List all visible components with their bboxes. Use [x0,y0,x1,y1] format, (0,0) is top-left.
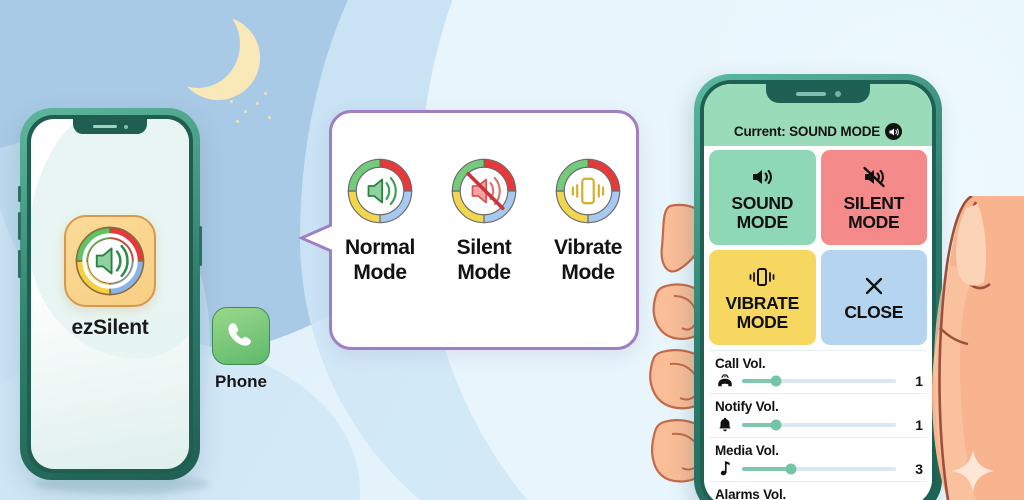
left-phone-notch [73,119,147,134]
right-phone-notch [766,84,870,103]
vibrate-mode-label-line1: VIBRATE [725,292,800,313]
speaker-muted-icon [860,164,888,190]
hand-thumb [932,196,1024,500]
sparkle-icon [952,450,994,492]
callout-mode-silent-line2: Mode [457,260,511,284]
call-volume-slider[interactable] [742,375,896,387]
earpiece-speaker [92,125,117,128]
call-ring-icon [715,374,735,388]
call-volume-label: Call Vol. [715,356,766,371]
callout-mode-normal-line1: Normal [345,236,415,259]
vibrate-icon [747,264,777,290]
speaker-muted-dial-icon [451,158,517,224]
alarms-volume-label: Alarms Vol. [715,487,787,500]
phone-app-label: Phone [215,372,267,391]
notify-volume-value: 1 [915,416,923,433]
close-label: CLOSE [844,302,904,323]
sound-mode-label-line2: MODE [736,211,789,232]
left-phone-device: ezSilent [18,108,202,480]
silent-mode-label-line1: SILENT [843,192,905,213]
phone-handset-icon[interactable] [212,307,270,365]
volume-row-media: Media Vol. 3 [709,437,927,481]
callout-mode-vibrate-line1: Vibrate [553,236,622,259]
current-mode-text: Current: SOUND MODE [733,124,881,139]
silent-mode-button[interactable]: SILENT MODE [820,150,927,245]
sound-mode-button[interactable]: SOUND MODE [709,150,816,245]
speaker-on-icon [748,164,776,190]
media-volume-thumb[interactable] [785,463,797,474]
callout-mode-silent-line1: Silent [456,236,512,259]
volume-row-alarms: Alarms Vol. [709,481,927,500]
callout-mode-normal: Normal Mode [338,155,422,286]
vibrate-mode-button[interactable]: VIBRATE MODE [709,250,816,345]
notify-volume-label: Notify Vol. [715,399,779,414]
call-volume-value: 1 [915,373,923,389]
notify-volume-thumb[interactable] [770,419,782,430]
speaker-on-dial-icon [347,158,413,224]
bell-icon [715,416,735,433]
close-button[interactable]: CLOSE [820,250,927,345]
ezsilent-app-icon[interactable] [64,215,156,307]
music-note-icon [715,460,735,477]
callout-mode-normal-line2: Mode [353,260,407,284]
media-volume-label: Media Vol. [715,443,779,458]
crescent-moon-icon [156,0,260,100]
vibrate-mode-label-line2: MODE [736,311,789,332]
front-camera-icon [123,124,128,129]
earpiece-speaker [795,91,826,96]
sound-mode-label-line1: SOUND [731,192,794,213]
notify-volume-slider[interactable] [742,419,896,430]
media-volume-slider[interactable] [742,463,896,474]
callout-mode-vibrate: Vibrate Mode [546,155,630,286]
volume-row-notify: Notify Vol. [709,393,927,437]
phone-app-shortcut[interactable]: Phone [212,307,270,392]
ezsilent-app-shortcut[interactable]: ezSilent [64,215,156,340]
call-volume-thumb[interactable] [770,375,782,387]
modes-callout-bubble: Normal Mode [298,110,639,350]
handset-glyph [228,323,251,346]
left-phone-screen: ezSilent [31,119,189,469]
vibrate-dial-icon [555,158,621,224]
mode-button-grid: SOUND MODE [704,146,932,350]
silent-mode-label-line2: MODE [848,211,900,232]
callout-mode-silent: Silent Mode [442,155,526,286]
volume-slider-list: Call Vol. [704,350,932,500]
close-x-icon [862,273,886,299]
right-phone-device: Current: SOUND MODE [694,74,942,500]
app-header: Current: SOUND MODE [704,84,932,146]
volume-row-call: Call Vol. [709,350,927,393]
ezsilent-dial-glyph [75,226,145,296]
front-camera-icon [834,90,841,97]
current-mode-status: Current: SOUND MODE [733,123,903,140]
ezsilent-app-label: ezSilent [71,316,149,339]
ezsilent-app-screen: Current: SOUND MODE [704,84,932,500]
speaker-on-badge-icon [885,123,903,140]
callout-mode-vibrate-line2: Mode [561,260,615,284]
media-volume-value: 3 [915,460,923,477]
